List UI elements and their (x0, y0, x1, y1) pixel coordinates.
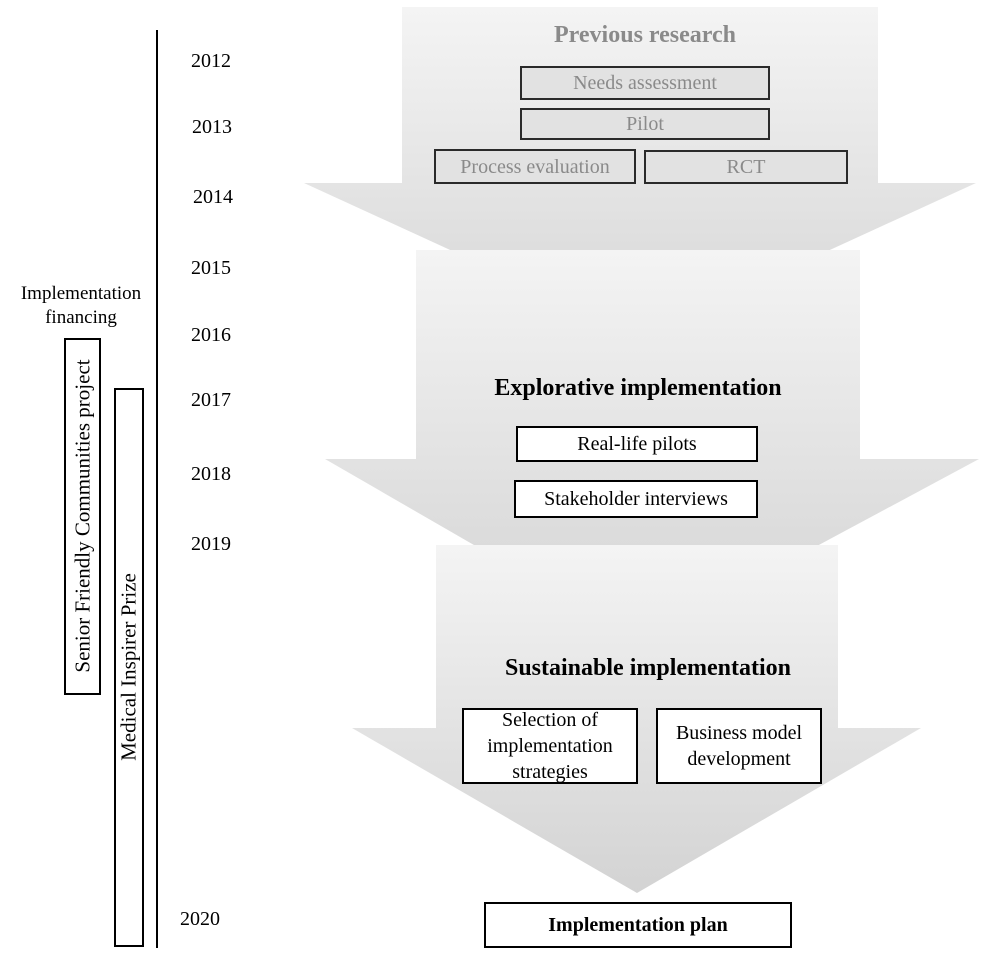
stakeholder-interviews-box: Stakeholder interviews (514, 480, 758, 518)
year-2016: 2016 (191, 324, 231, 346)
year-2020: 2020 (180, 908, 220, 930)
business-model-box: Business model development (656, 708, 822, 784)
financing-label-line1: Implementation (20, 283, 142, 304)
year-2014: 2014 (193, 186, 233, 208)
year-2013: 2013 (192, 116, 232, 138)
year-2012: 2012 (191, 50, 231, 72)
process-evaluation-box: Process evaluation (434, 149, 636, 184)
medical-inspirer-prize-label: Medical Inspirer Prize (116, 573, 141, 761)
medical-inspirer-prize-bar (114, 388, 144, 947)
pilot-box: Pilot (520, 108, 770, 140)
year-2018: 2018 (191, 463, 231, 485)
needs-assessment-box: Needs assessment (520, 66, 770, 100)
financing-label-line2: financing (45, 307, 117, 328)
timeline-axis (156, 30, 158, 948)
implementation-plan-box: Implementation plan (484, 902, 792, 948)
explorative-implementation-title: Explorative implementation (494, 375, 782, 401)
sustainable-implementation-title: Sustainable implementation (504, 655, 792, 681)
year-2017: 2017 (191, 389, 231, 411)
selection-of-strategies-box: Selection of implementation strategies (462, 708, 638, 784)
senior-friendly-communities-label: Senior Friendly Communities project (70, 359, 95, 673)
real-life-pilots-box: Real-life pilots (516, 426, 758, 462)
year-2015: 2015 (191, 257, 231, 279)
previous-research-title: Previous research (554, 22, 736, 48)
senior-friendly-communities-bar (64, 338, 101, 695)
year-2019: 2019 (191, 533, 231, 555)
rct-box: RCT (644, 150, 848, 184)
financing-label: Implementation financing (6, 282, 156, 330)
